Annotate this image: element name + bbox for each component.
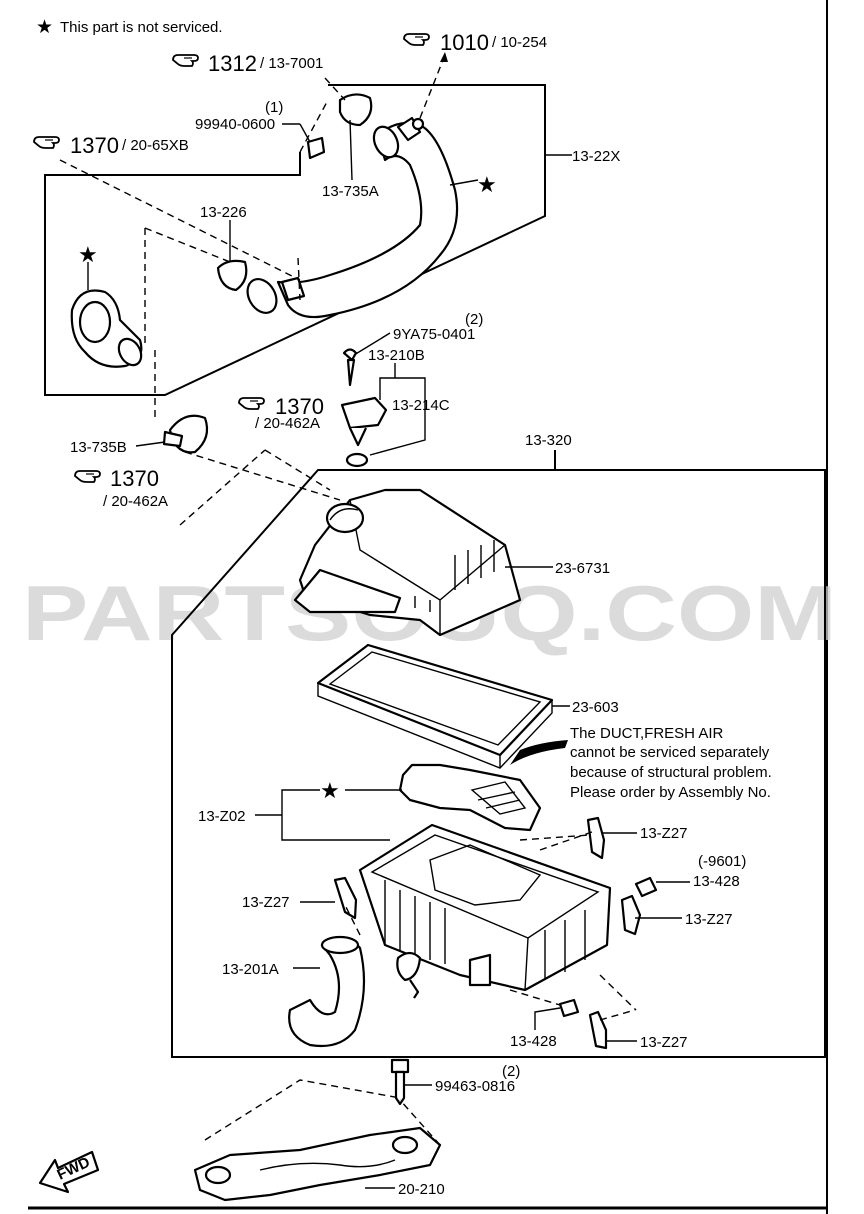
part-13-z27-d[interactable]: 13-Z27 bbox=[640, 1034, 688, 1051]
part-13-z02[interactable]: 13-Z02 bbox=[198, 808, 246, 825]
pointing-hand-icon bbox=[172, 54, 199, 67]
reference-1370-b[interactable]: 1370 / 20-462A bbox=[238, 394, 324, 432]
part-qty-99940: (1) bbox=[265, 99, 283, 116]
grommet-428-a bbox=[634, 876, 658, 898]
part-range-9601: (-9601) bbox=[698, 853, 746, 870]
note-line-1: The DUCT,FRESH AIR bbox=[570, 725, 724, 742]
reference-1370-c[interactable]: 1370 / 20-462A bbox=[74, 466, 168, 510]
air-duct-201a bbox=[288, 937, 366, 1048]
part-13-210b[interactable]: 13-210B bbox=[368, 347, 425, 364]
pointing-hand-icon bbox=[74, 470, 101, 483]
reference-1312[interactable]: 1312 / 13-7001 bbox=[172, 51, 323, 76]
reference-1370-a[interactable]: 1370 / 20-65XB bbox=[33, 133, 189, 158]
part-23-6731[interactable]: 23-6731 bbox=[555, 560, 610, 577]
svg-text:/ 20-462A: / 20-462A bbox=[255, 415, 320, 432]
airflow-sensor bbox=[340, 396, 388, 430]
svg-text:/ 20-462A: / 20-462A bbox=[103, 493, 168, 510]
part-13-428-a[interactable]: 13-428 bbox=[693, 873, 740, 890]
clip-z27-b bbox=[333, 876, 358, 920]
part-13-201a[interactable]: 13-201A bbox=[222, 961, 279, 978]
part-13-214c[interactable]: 13-214C bbox=[392, 397, 450, 414]
air-cleaner-case bbox=[358, 823, 612, 992]
part-13-735a[interactable]: 13-735A bbox=[322, 183, 379, 200]
clip-z27-a bbox=[586, 816, 606, 860]
fresh-air-duct bbox=[398, 763, 542, 832]
part-qty-9ya75: (2) bbox=[465, 311, 483, 328]
pointing-hand-icon bbox=[238, 397, 265, 410]
part-13-z27-a[interactable]: 13-Z27 bbox=[640, 825, 688, 842]
part-13-735b[interactable]: 13-735B bbox=[70, 439, 127, 456]
part-23-603[interactable]: 23-603 bbox=[572, 699, 619, 716]
star-icon: ★ bbox=[320, 779, 340, 804]
svg-text:1370: 1370 bbox=[70, 133, 119, 158]
pointing-hand-icon bbox=[403, 33, 430, 46]
nut bbox=[306, 136, 326, 160]
svg-text:1370: 1370 bbox=[110, 466, 159, 491]
part-13-428-b[interactable]: 13-428 bbox=[510, 1033, 557, 1050]
part-13-22x[interactable]: 13-22X bbox=[572, 148, 620, 165]
hose-clamp-upper bbox=[338, 93, 373, 127]
part-99940-0600[interactable]: 99940-0600 bbox=[195, 116, 275, 133]
star-icon: ★ bbox=[477, 173, 497, 198]
part-99463-0816[interactable]: 99463-0816 bbox=[435, 1078, 515, 1095]
svg-text:/ 13-7001: / 13-7001 bbox=[260, 55, 323, 72]
forward-arrow-icon bbox=[38, 1150, 100, 1194]
svg-text:/ 10-254: / 10-254 bbox=[492, 34, 547, 51]
note-line-3: because of structural problem. bbox=[570, 764, 772, 781]
part-qty-99463: (2) bbox=[502, 1063, 520, 1080]
bolt-99463 bbox=[390, 1058, 410, 1074]
part-20-210[interactable]: 20-210 bbox=[398, 1181, 445, 1198]
clip-z27-d bbox=[588, 1010, 608, 1050]
star-icon: ★ bbox=[78, 243, 98, 268]
hose-clamp-226 bbox=[216, 259, 248, 292]
legend-text: This part is not serviced. bbox=[60, 19, 223, 36]
reference-1010[interactable]: 1010 / 10-254 bbox=[403, 30, 547, 55]
o-ring bbox=[345, 452, 369, 468]
part-13-z27-c[interactable]: 13-Z27 bbox=[685, 911, 733, 928]
part-13-226[interactable]: 13-226 bbox=[200, 204, 247, 221]
intake-hose bbox=[276, 121, 459, 319]
part-13-320[interactable]: 13-320 bbox=[525, 432, 572, 449]
grommet-428-b bbox=[558, 998, 580, 1018]
note-line-4: Please order by Assembly No. bbox=[570, 784, 771, 801]
part-13-z27-b[interactable]: 13-Z27 bbox=[242, 894, 290, 911]
filter-element bbox=[316, 643, 554, 757]
part-9ya75-0401[interactable]: 9YA75-0401 bbox=[393, 326, 475, 343]
star-icon: ★ bbox=[36, 16, 53, 38]
pointing-hand-icon bbox=[33, 136, 60, 149]
svg-text:/ 20-65XB: / 20-65XB bbox=[122, 137, 189, 154]
clip-z27-c bbox=[620, 894, 642, 936]
svg-text:1370: 1370 bbox=[275, 394, 324, 419]
svg-text:1010: 1010 bbox=[440, 30, 489, 55]
svg-text:1312: 1312 bbox=[208, 51, 257, 76]
assembly-frame-13-22x bbox=[44, 84, 546, 396]
assembly-frame-13-320 bbox=[171, 450, 826, 1058]
note-line-2: cannot be serviced separately bbox=[570, 744, 770, 761]
hose-clamp-case bbox=[396, 951, 422, 982]
